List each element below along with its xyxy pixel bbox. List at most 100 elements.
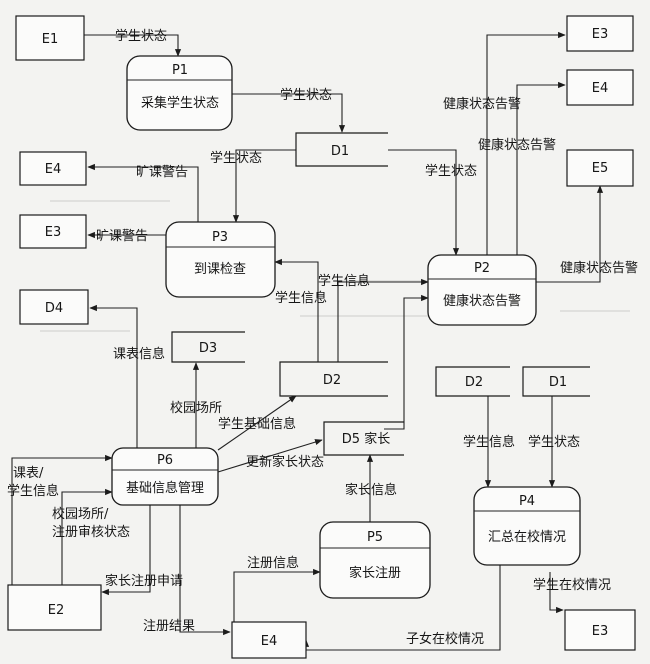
- external-entity-d4: D4: [19, 289, 89, 325]
- data-store-label: D5 家长: [342, 431, 390, 447]
- edge-d1-p3: [232, 149, 296, 223]
- edge-p4-e3: [549, 572, 564, 614]
- process-name: 汇总在校情况: [488, 529, 566, 545]
- external-entity-label: E3: [592, 27, 609, 42]
- data-store-d2-right: D2: [435, 366, 510, 397]
- edge-e4-p5: [233, 568, 321, 622]
- process-name: 到课检查: [194, 262, 246, 277]
- process-id: P4: [519, 494, 535, 509]
- flow-label: 学生状态: [210, 150, 262, 166]
- flow-label: 校园场所/: [52, 506, 109, 522]
- external-entity-label: D4: [45, 301, 63, 316]
- external-entity-label: E4: [592, 81, 609, 96]
- external-entity-label: E1: [42, 32, 59, 47]
- scan-background: [40, 200, 630, 332]
- external-entity-e4-left: E4: [19, 151, 87, 186]
- edge-e2-p6-venue: [61, 488, 113, 585]
- process-id: P1: [172, 63, 188, 78]
- process-id: P5: [367, 530, 383, 545]
- process-p5: P5 家长注册: [319, 521, 431, 599]
- process-id: P6: [157, 453, 173, 468]
- flow-label: 子女在校情况: [406, 631, 484, 647]
- edge-p2-e3: [486, 31, 566, 255]
- process-p6: P6 基础信息管理: [111, 447, 219, 506]
- process-name: 家长注册: [349, 565, 401, 581]
- flow-label: 注册审核状态: [52, 525, 130, 540]
- edge-e2-p6-schedule: [11, 454, 113, 585]
- flow-label: 课表/: [13, 466, 44, 481]
- edge-p6-d4: [89, 304, 138, 448]
- edge-e1-p1: [84, 34, 182, 57]
- edge-d5-p2: [384, 294, 429, 430]
- process-p2: P2 健康状态告警: [427, 254, 537, 326]
- flow-label: 学生信息: [463, 434, 515, 450]
- external-entity-e4-bottom: E4: [231, 621, 307, 659]
- external-entity-label: E3: [45, 225, 62, 240]
- external-entity-label: E4: [45, 162, 62, 177]
- flow-label: 学生状态: [280, 87, 332, 103]
- edge-p2-e4: [516, 81, 566, 255]
- flow-label: 健康状态告警: [443, 96, 521, 112]
- data-store-label: D2: [323, 373, 341, 388]
- external-entity-e5: E5: [566, 149, 634, 187]
- flow-label: 健康状态告警: [478, 137, 556, 153]
- external-entity-e3-left: E3: [19, 214, 87, 249]
- process-name: 健康状态告警: [443, 293, 521, 309]
- process-p3: P3 到课检查: [165, 221, 276, 298]
- external-entity-label: E3: [592, 624, 609, 639]
- edge-p1-d1: [232, 93, 346, 133]
- flow-label: 旷课警告: [136, 164, 188, 180]
- external-entity-label: E2: [48, 603, 65, 618]
- flow-lines: [11, 31, 604, 651]
- flow-label: 学生信息: [7, 483, 59, 499]
- external-entity-label: E5: [592, 161, 609, 176]
- data-store-d1-right: D1: [522, 366, 590, 397]
- flow-label: 健康状态告警: [560, 260, 638, 276]
- edge-d1-p2: [388, 149, 460, 256]
- process-name: 采集学生状态: [141, 95, 219, 111]
- edge-p6-d2: [217, 395, 297, 451]
- external-entity-label: E4: [261, 634, 278, 649]
- flow-label: 学生基础信息: [218, 416, 296, 432]
- data-store-d2: D2: [279, 361, 388, 397]
- flow-label: 家长注册申请: [105, 573, 183, 589]
- flow-label: 课表信息: [113, 346, 165, 362]
- edge-d2-p2: [337, 278, 429, 362]
- flow-labels: 学生状态 学生状态 学生状态 学生状态 健康状态告警 健康状态告警 健康状态告警…: [7, 28, 638, 647]
- data-store-d1: D1: [295, 132, 388, 167]
- flow-label: 校园场所: [170, 400, 222, 416]
- edge-p6-e4: [179, 505, 231, 636]
- process-name: 基础信息管理: [126, 480, 204, 496]
- external-entity-e3-bottom: E3: [564, 609, 636, 651]
- flow-label: 学生状态: [528, 434, 580, 450]
- edge-d2-p3: [274, 258, 319, 362]
- data-store-d5: D5 家长: [323, 421, 404, 456]
- flow-label: 家长信息: [345, 482, 397, 498]
- process-p4: P4 汇总在校情况: [473, 486, 581, 566]
- flow-label: 更新家长状态: [246, 454, 324, 470]
- edge-p6-d5: [217, 439, 323, 473]
- process-p1: P1 采集学生状态: [126, 55, 233, 131]
- data-store-label: D3: [199, 341, 217, 356]
- flow-label: 学生信息: [318, 273, 370, 289]
- flow-label: 学生在校情况: [533, 577, 611, 593]
- data-store-d3: D3: [171, 331, 245, 363]
- process-id: P3: [212, 230, 228, 245]
- edge-p6-e2: [101, 505, 151, 596]
- flow-label: 旷课警告: [96, 228, 148, 244]
- flow-label: 学生信息: [275, 290, 327, 306]
- external-entity-e3-top: E3: [566, 15, 634, 52]
- external-entity-e4-top: E4: [566, 69, 634, 106]
- flow-label: 学生状态: [115, 28, 167, 44]
- flow-label: 注册信息: [247, 555, 299, 571]
- flow-label: 注册结果: [143, 619, 195, 634]
- edge-p3-e4: [87, 163, 199, 222]
- edge-p2-e5: [536, 185, 604, 283]
- data-store-label: D1: [331, 144, 349, 159]
- external-entity-e2: E2: [7, 584, 102, 631]
- data-store-label: D1: [549, 375, 567, 390]
- data-store-label: D2: [465, 375, 483, 390]
- external-entity-e1: E1: [15, 15, 85, 61]
- process-id: P2: [474, 261, 490, 276]
